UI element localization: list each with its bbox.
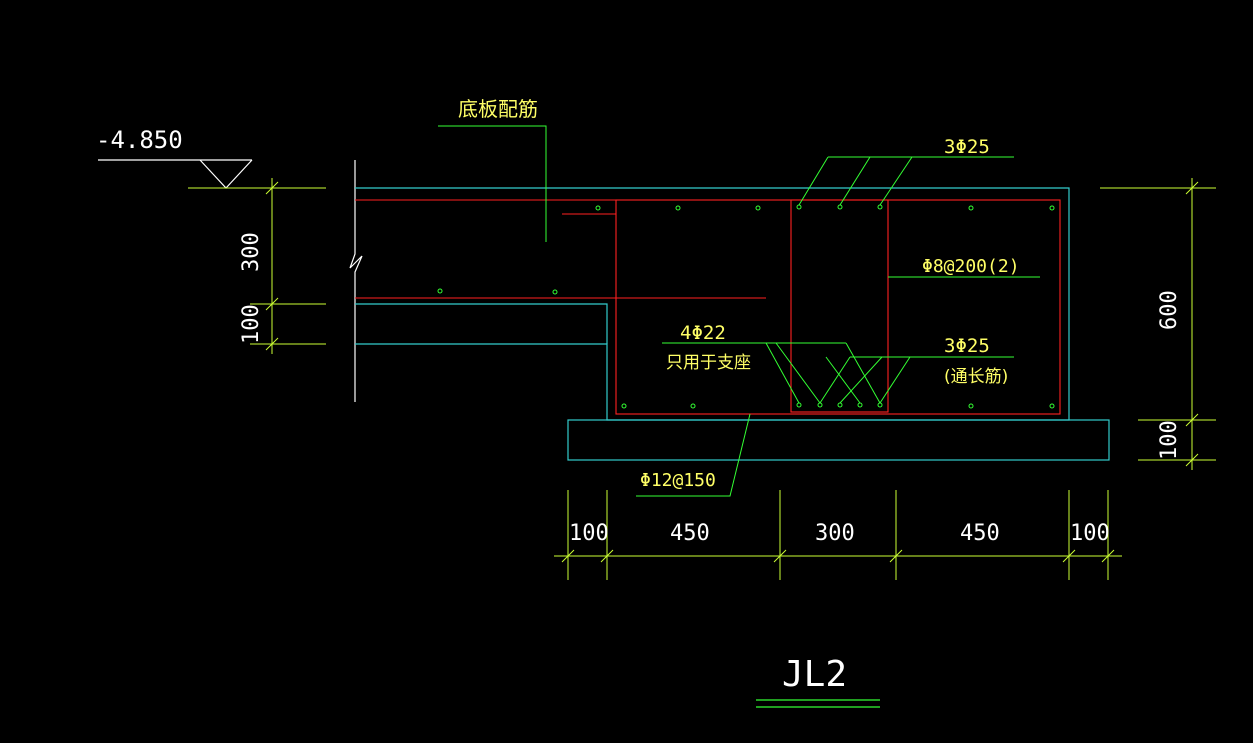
dim-bottom-300: 300 [815,521,855,546]
dim-left-100: 100 [239,304,264,344]
stirrup-label: Φ8@200(2) [922,256,1020,277]
bottom-slab-bar-label: Φ12@150 [640,470,716,491]
top-bars-label: 3Φ25 [944,136,990,158]
drawing-title: JL2 [756,654,880,708]
title-text: JL2 [782,654,847,695]
concrete-outline [355,187,1110,461]
dim-bottom-450-right: 450 [960,521,1000,546]
dim-left-300: 300 [239,232,264,272]
leaders [438,125,1040,497]
break-line [349,160,363,402]
dim-bottom-450-left: 450 [670,521,710,546]
bottom-bars-note: (通长筋) [944,367,1008,387]
elevation-text: -4.850 [96,126,183,154]
dim-bottom-100-right: 100 [1070,521,1110,546]
dim-right-600: 600 [1157,290,1182,330]
rebar-dots [437,204,1055,409]
slab-rebar-label: 底板配筋 [458,97,538,121]
rebar [355,199,1061,415]
support-bars-label: 4Φ22 [680,322,726,344]
left-dimensions [250,178,326,354]
bottom-dimensions [554,490,1122,580]
support-note: 只用于支座 [666,353,751,373]
dim-right-100: 100 [1157,420,1182,460]
elevation-marker: -4.850 [96,126,326,189]
dim-bottom-100-left: 100 [569,521,609,546]
bottom-bars-label: 3Φ25 [944,335,990,357]
right-dimensions [1100,178,1216,470]
